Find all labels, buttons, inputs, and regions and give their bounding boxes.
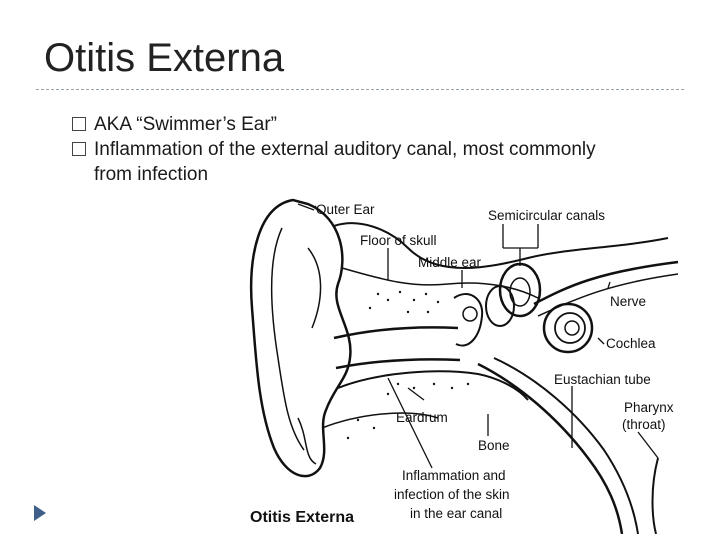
title-divider <box>36 89 684 90</box>
label-eardrum: Eardrum <box>396 410 448 425</box>
bullet-item: Inflammation of the external auditory ca… <box>72 137 632 187</box>
label-inflammation-line-3: in the ear canal <box>410 506 502 521</box>
triangle-right-icon[interactable] <box>30 503 50 523</box>
slide-title: Otitis Externa <box>44 36 284 81</box>
label-middle-ear: Middle ear <box>418 255 482 270</box>
figure-caption: Otitis Externa <box>250 509 354 526</box>
checkbox-square-icon <box>72 117 86 131</box>
bullet-text: AKA “Swimmer’s Ear” <box>94 114 277 135</box>
label-cochlea: Cochlea <box>606 336 656 351</box>
label-bone: Bone <box>478 438 510 453</box>
label-floor-of-skull: Floor of skull <box>360 233 437 248</box>
bullet-list: AKA “Swimmer’s Ear” Inflammation of the … <box>72 112 632 187</box>
label-outer-ear: Outer Ear <box>316 202 375 217</box>
ear-diagram: Outer Ear Semicircular canals Floor of s… <box>238 188 688 534</box>
label-inflammation-line-1: Inflammation and <box>402 468 506 483</box>
label-throat: (throat) <box>622 417 666 432</box>
label-semicircular-canals: Semicircular canals <box>488 208 605 223</box>
label-nerve: Nerve <box>610 294 646 309</box>
label-inflammation-line-2: infection of the skin <box>394 487 510 502</box>
bullet-text: Inflammation of the external auditory ca… <box>94 139 596 185</box>
checkbox-square-icon <box>72 142 86 156</box>
ear-anatomy-figure: Outer Ear Semicircular canals Floor of s… <box>238 188 688 534</box>
label-eustachian-tube: Eustachian tube <box>554 372 651 387</box>
bullet-item: AKA “Swimmer’s Ear” <box>72 112 632 137</box>
label-pharynx: Pharynx <box>624 400 674 415</box>
